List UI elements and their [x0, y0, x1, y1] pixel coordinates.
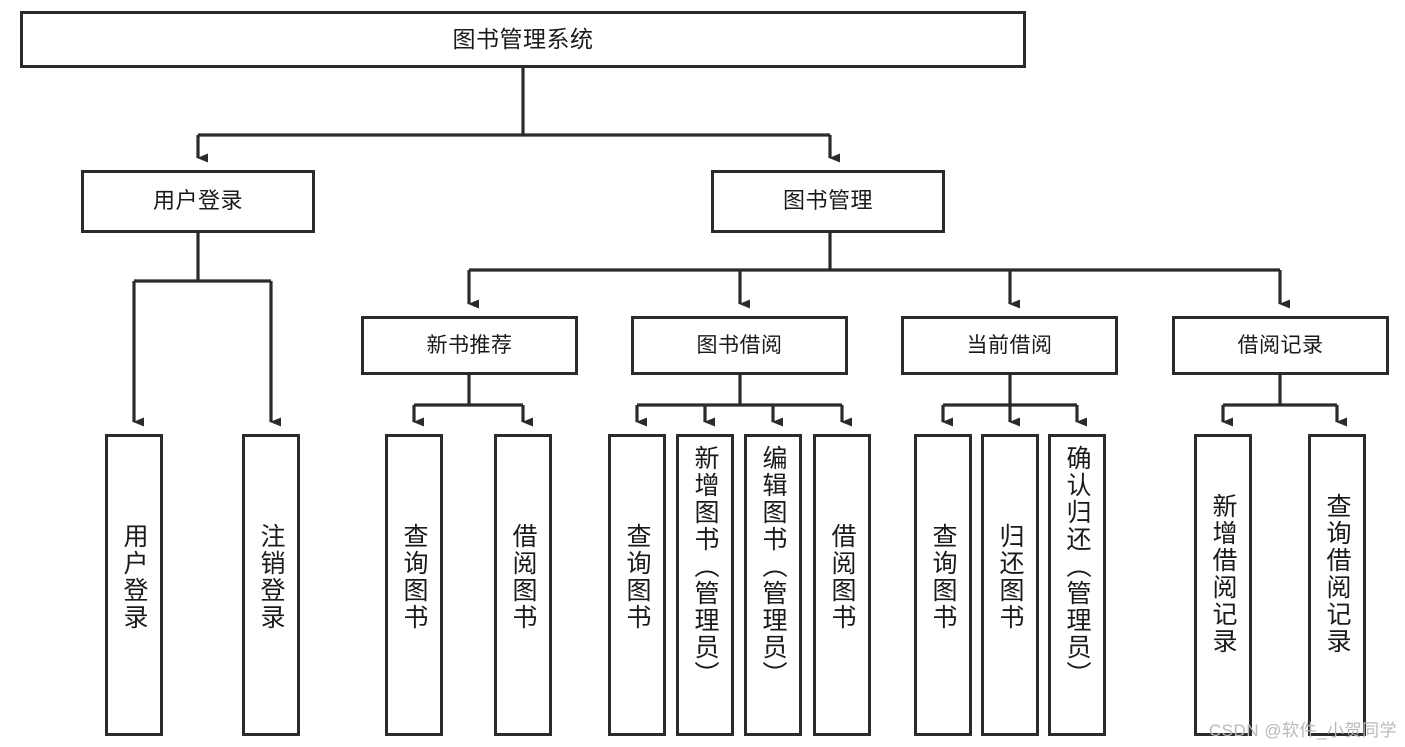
node-label: 查询图书 [623, 523, 651, 631]
node-leaf-add-record[interactable]: 新增借阅记录 [1194, 434, 1252, 736]
node-current-borrow[interactable]: 当前借阅 [901, 316, 1118, 375]
node-book-borrow[interactable]: 图书借阅 [631, 316, 848, 375]
node-label: 注销登录 [257, 523, 285, 631]
node-leaf-confirm-return[interactable]: 确认归还（管理员） [1048, 434, 1106, 736]
node-borrow-record[interactable]: 借阅记录 [1172, 316, 1389, 375]
node-label: 归还图书 [996, 523, 1024, 631]
node-label: 图书借阅 [696, 333, 783, 357]
node-label: 图书管理系统 [452, 25, 594, 52]
node-leaf-query-book-3[interactable]: 查询图书 [914, 434, 972, 736]
node-label: 图书管理 [782, 188, 873, 214]
node-leaf-query-record[interactable]: 查询借阅记录 [1308, 434, 1366, 736]
node-label: 查询借阅记录 [1323, 493, 1351, 655]
node-leaf-user-login[interactable]: 用户登录 [105, 434, 163, 736]
node-label: 编辑图书（管理员） [759, 445, 787, 688]
node-label: 新书推荐 [426, 333, 513, 357]
node-leaf-query-book-2[interactable]: 查询图书 [608, 434, 666, 736]
node-label: 查询图书 [400, 523, 428, 631]
node-label: 新增图书（管理员） [691, 445, 719, 688]
node-label: 确认归还（管理员） [1063, 445, 1091, 688]
node-label: 用户登录 [152, 188, 243, 214]
node-label: 借阅图书 [828, 523, 856, 631]
node-label: 用户登录 [120, 523, 148, 631]
node-user-login[interactable]: 用户登录 [81, 170, 315, 233]
node-root-system[interactable]: 图书管理系统 [20, 11, 1026, 68]
node-leaf-edit-book[interactable]: 编辑图书（管理员） [744, 434, 802, 736]
node-leaf-add-book[interactable]: 新增图书（管理员） [676, 434, 734, 736]
node-book-manage[interactable]: 图书管理 [711, 170, 945, 233]
node-leaf-return-book[interactable]: 归还图书 [981, 434, 1039, 736]
node-new-book-recommend[interactable]: 新书推荐 [361, 316, 578, 375]
node-label: 借阅记录 [1237, 333, 1324, 357]
node-label: 新增借阅记录 [1209, 493, 1237, 655]
node-leaf-logout-login[interactable]: 注销登录 [242, 434, 300, 736]
node-leaf-borrow-book-1[interactable]: 借阅图书 [494, 434, 552, 736]
node-label: 借阅图书 [509, 523, 537, 631]
node-label: 当前借阅 [966, 333, 1053, 357]
node-leaf-query-book-1[interactable]: 查询图书 [385, 434, 443, 736]
node-label: 查询图书 [929, 523, 957, 631]
node-leaf-borrow-book-2[interactable]: 借阅图书 [813, 434, 871, 736]
watermark-text: CSDN @软件_小贺同学 [1208, 721, 1397, 740]
